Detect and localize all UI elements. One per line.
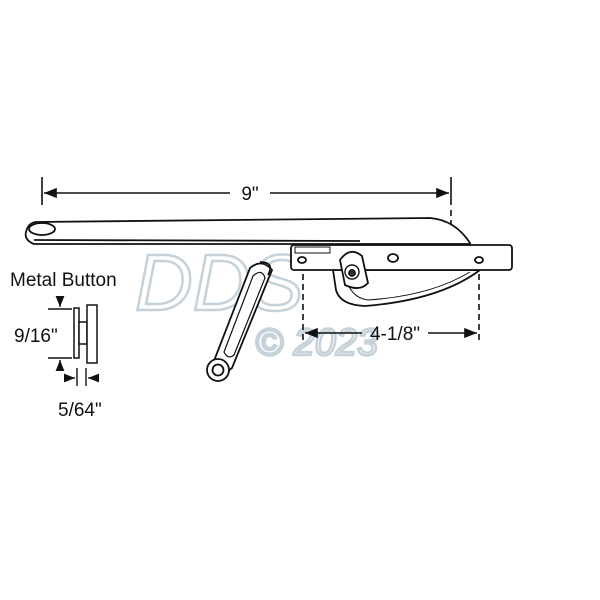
metal-button-label: Metal Button xyxy=(10,270,117,291)
watermark-logo: DDS xyxy=(135,238,304,327)
button-thickness-label: 5/64" xyxy=(58,400,102,421)
arm-length-label: 9" xyxy=(241,184,258,205)
watermark: DDS © 2023 xyxy=(134,237,380,366)
hole-spacing-dimension: 4-1/8" xyxy=(302,274,480,345)
base-plate xyxy=(290,244,513,307)
hole-spacing-label: 4-1/8" xyxy=(370,324,420,345)
metal-button-detail: Metal Button 9/16" 5/64" xyxy=(10,270,117,421)
operator-arm xyxy=(24,217,471,245)
crank-handle xyxy=(206,261,274,382)
button-height-label: 9/16" xyxy=(14,326,58,347)
watermark-copyright: © 2023 xyxy=(255,322,378,364)
